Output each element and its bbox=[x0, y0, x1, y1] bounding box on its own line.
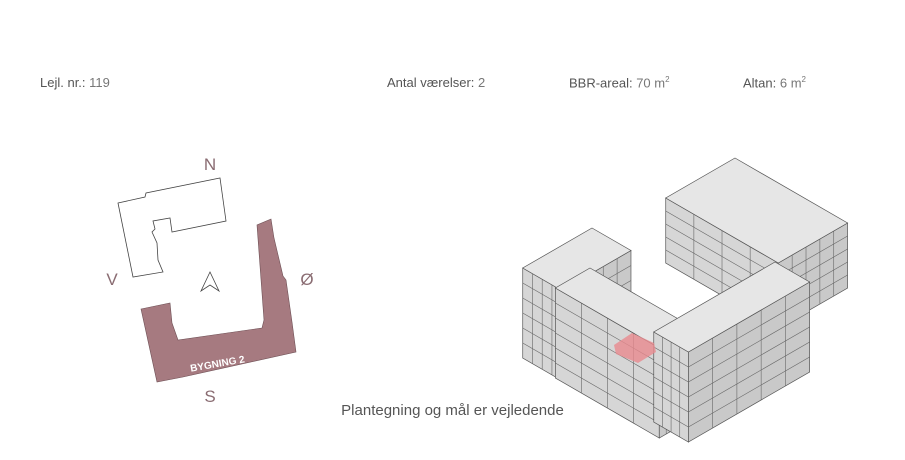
apartment-number: Lejl. nr.: 119 bbox=[40, 75, 110, 90]
wing-front-right-floor-line bbox=[688, 296, 810, 368]
north-arrow-icon bbox=[200, 271, 220, 293]
building-2-footprint[interactable] bbox=[140, 218, 297, 383]
compass-west: V bbox=[106, 270, 118, 289]
wing-front-right-floor-line bbox=[688, 356, 810, 428]
compass-south: S bbox=[204, 387, 215, 406]
wing-back-floor-line bbox=[778, 235, 848, 277]
apartment-highlight bbox=[614, 333, 656, 363]
bbr-area: BBR-areal: 70 m2 bbox=[569, 75, 670, 91]
wing-front-right-floor-line bbox=[688, 326, 810, 398]
wing-front-right-floor-line bbox=[688, 311, 810, 383]
disclaimer-caption: Plantegning og mål er vejledende bbox=[341, 402, 564, 419]
wing-front-right-roof bbox=[653, 261, 811, 353]
other-building-outline bbox=[117, 177, 227, 278]
wing-back-roof bbox=[665, 157, 849, 264]
compass-east: Ø bbox=[300, 270, 313, 289]
balcony-area: Altan: 6 m2 bbox=[743, 75, 806, 91]
room-count: Antal værelser: 2 bbox=[387, 75, 486, 90]
compass-north: N bbox=[204, 155, 216, 174]
wing-front-right-floor-line bbox=[688, 341, 810, 413]
